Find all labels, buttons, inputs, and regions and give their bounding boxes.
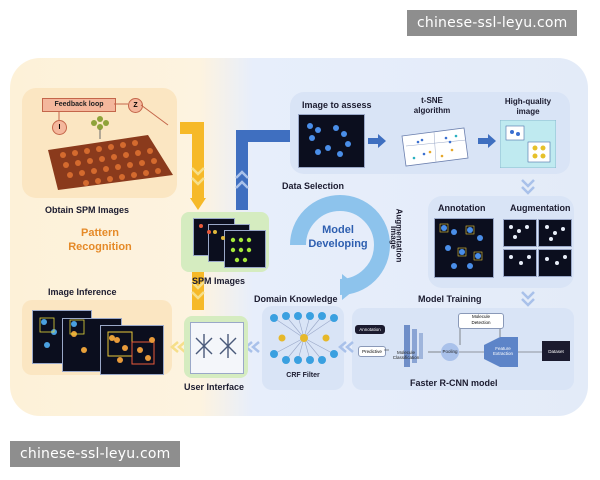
model-line: Model (322, 224, 354, 236)
feature-extraction-text: Feature Extraction (488, 346, 518, 356)
arrow-to-tsne (368, 134, 386, 148)
feedback-loop-box: Feedback loop (42, 98, 116, 112)
aug-molecules (509, 225, 567, 265)
chevrons-down-right-1 (521, 179, 535, 195)
model-training-title: Model Training (418, 294, 482, 304)
developing-line: Developing (308, 238, 368, 250)
user-interface-label: User Interface (184, 382, 245, 392)
crf-filter-label: CRF Filter (286, 372, 320, 379)
molecule-detection-line2: Detection (471, 320, 491, 325)
predictive-box: Predictive (358, 346, 386, 357)
molecule-detection-box: Molecule Detection (458, 313, 504, 329)
pattern-line: Pattern (81, 227, 119, 239)
chevrons-left-3 (170, 341, 186, 353)
dataset-text: Dataset (548, 349, 564, 354)
watermark-top: chinese-ssl-leyu.com (407, 10, 578, 36)
pattern-recognition-title: Pattern Recognition (50, 226, 150, 254)
hq-image-label: High-quality image (498, 97, 558, 117)
tsne-line2: algorithm (413, 106, 451, 115)
augmentation-label: Augmentation (510, 203, 571, 213)
model-developing-cycle (290, 195, 390, 300)
hq-line1: High-quality (504, 97, 552, 106)
image-to-assess-label: Image to assess (302, 100, 372, 110)
molecule-detection-line1: Molecule (471, 314, 490, 319)
annotation-boxes (439, 223, 483, 269)
hq-image (500, 120, 556, 168)
image-inference-label: Image Inference (48, 287, 117, 297)
chevrons-left-1 (338, 341, 354, 353)
domain-knowledge-label: Domain Knowledge (254, 294, 338, 304)
ui-window (190, 322, 244, 374)
faster-rcnn-title: Faster R-CNN model (410, 378, 498, 388)
flow-arrows (180, 122, 300, 310)
watermark-bottom: chinese-ssl-leyu.com (10, 441, 181, 467)
data-selection-title: Data Selection (282, 181, 345, 191)
recognition-line: Recognition (68, 241, 132, 253)
image-to-assess (298, 114, 365, 168)
feature-line2: Extraction (492, 351, 513, 356)
tsne-label: t-SNE algorithm (402, 96, 462, 116)
hq-line2: image (516, 107, 540, 116)
annotation-label: Annotation (438, 203, 486, 213)
assess-molecules (307, 123, 351, 157)
feature-line1: Feature (495, 346, 511, 351)
rcnn-layers (384, 325, 570, 367)
model-developing-title: Model Developing (303, 223, 373, 251)
pooling-text: Pooling (442, 349, 458, 354)
inference-detections (39, 317, 155, 365)
spm-image-molecules (199, 224, 252, 263)
image-augmentation-vertical: Image Augmentation (386, 205, 426, 275)
arrow-to-hq (478, 134, 496, 148)
spm-surface-illustration (48, 103, 173, 190)
aug-image-1 (503, 219, 537, 247)
molecule-classification-text: Molecule Classification (392, 350, 420, 360)
node-i: I (52, 120, 67, 135)
tsne-plot (401, 127, 469, 167)
chevrons-down-right-2 (521, 291, 535, 307)
image-aug-line2: Augmentation (394, 208, 404, 263)
ui-molecules (195, 334, 237, 358)
tsne-line1: t-SNE (421, 96, 443, 105)
spm-images-label: SPM Images (192, 276, 246, 286)
obtain-spm-label: Obtain SPM Images (45, 205, 130, 215)
crf-graph (270, 312, 338, 364)
annotation-box: Annotation (355, 325, 385, 334)
